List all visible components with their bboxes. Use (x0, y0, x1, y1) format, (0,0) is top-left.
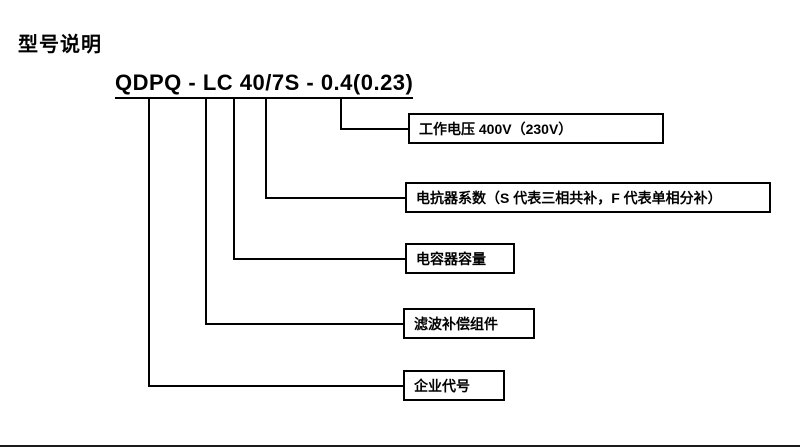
connector-hline-capacitor (233, 258, 405, 260)
label-box-capacitor: 电容器容量 (405, 243, 515, 274)
connector-hline-voltage (340, 128, 408, 130)
reactor-label: 电抗器系数（S 代表三相共补，F 代表单相分补） (416, 189, 722, 206)
model-number-text: QDPQ - LC 40/7S - 0.4(0.23) (115, 70, 414, 99)
label-box-reactor: 电抗器系数（S 代表三相共补，F 代表单相分补） (405, 182, 771, 213)
company-label: 企业代号 (414, 377, 470, 394)
connector-vline-reactor (265, 97, 267, 197)
filter-label: 滤波补偿组件 (414, 315, 498, 332)
connector-vline-filter (205, 97, 207, 323)
connector-vline-capacitor (233, 97, 235, 258)
connector-hline-filter (205, 323, 403, 325)
page-title: 型号说明 (18, 34, 102, 56)
connector-vline-company (148, 97, 150, 385)
voltage-label: 工作电压 400V（230V） (419, 120, 573, 137)
label-box-voltage: 工作电压 400V（230V） (408, 113, 664, 144)
label-box-company: 企业代号 (403, 370, 505, 401)
connector-hline-company (148, 385, 403, 387)
label-box-filter: 滤波补偿组件 (403, 308, 535, 339)
connector-hline-reactor (265, 197, 405, 199)
connector-vline-voltage (340, 97, 342, 128)
capacitor-label: 电容器容量 (416, 250, 486, 267)
page-bottom-border (0, 445, 800, 447)
